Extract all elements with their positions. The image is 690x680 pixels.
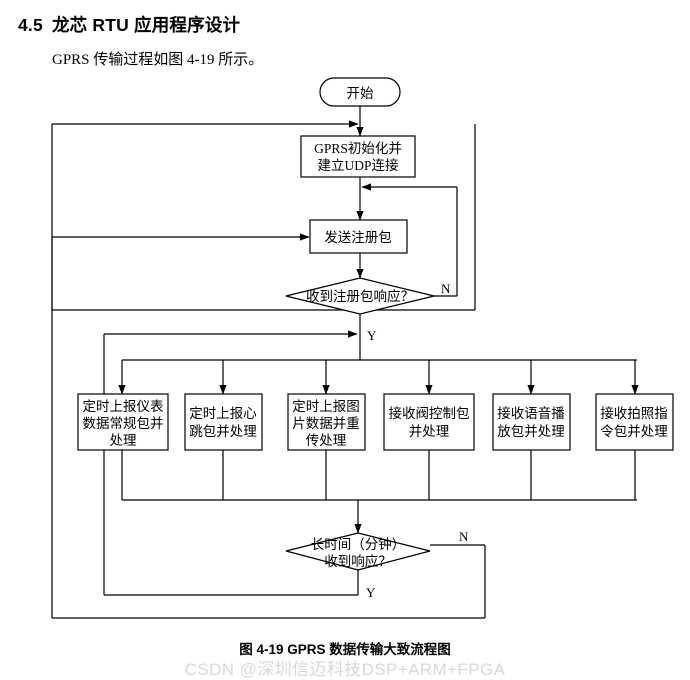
section-title: 龙芯 RTU 应用程序设计 [51, 15, 241, 35]
node-task6-label-line2: 令包并处理 [600, 424, 668, 439]
node-task4-label-line2: 并处理 [409, 424, 450, 439]
node-task2-label-line1: 定时上报心 [189, 406, 257, 421]
node-decision2-label-line2: 收到响应？ [324, 553, 392, 569]
node-send-register-label: 发送注册包 [324, 230, 392, 245]
node-start-label: 开始 [347, 86, 374, 101]
node-task-image-data[interactable]: 定时上报图 片数据并重 传处理 [287, 393, 366, 451]
node-init-label-line2: 建立UDP连接 [317, 157, 398, 173]
flowchart-svg: 开始 GPRS初始化并 建立UDP连接 发送注册包 收到注册包响应？ N Y 定… [51, 77, 674, 619]
node-task3-label-line2: 片数据并重 [292, 416, 360, 431]
node-task1-label-line2: 数据常规包并 [83, 416, 164, 431]
node-task1-label-line1: 定时上报仪表 [83, 399, 164, 414]
node-task1-label-line3: 处理 [110, 433, 137, 448]
node-task5-label-line1: 接收语音播 [497, 405, 565, 421]
node-task-heartbeat[interactable]: 定时上报心 跳包并处理 [184, 393, 263, 451]
node-decision-register-response[interactable]: 收到注册包响应？ [285, 277, 435, 315]
node-task2-label-line2: 跳包并处理 [189, 424, 257, 439]
node-init-label-line1: GPRS初始化并 [314, 140, 402, 156]
node-task-meter-data[interactable]: 定时上报仪表 数据常规包并 处理 [77, 393, 169, 451]
node-task4-label-line1: 接收阀控制包 [389, 405, 470, 421]
section-heading: 4.5 龙芯 RTU 应用程序设计 [18, 12, 240, 37]
node-decision1-label: 收到注册包响应？ [306, 288, 414, 304]
node-task3-label-line3: 传处理 [306, 433, 347, 448]
connector-lines [51, 106, 639, 619]
decision1-yes-label: Y [367, 328, 377, 343]
intro-paragraph: GPRS 传输过程如图 4-19 所示。 [52, 52, 264, 68]
node-task-valve-control[interactable]: 接收阀控制包 并处理 [383, 393, 475, 451]
decision1-no-label: N [441, 281, 451, 296]
section-number: 4.5 [18, 15, 43, 35]
node-start[interactable]: 开始 [319, 77, 401, 107]
node-task-photo-command[interactable]: 接收拍照指 令包并处理 [595, 393, 674, 451]
node-task3-label-line1: 定时上报图 [292, 399, 360, 414]
node-init[interactable]: GPRS初始化并 建立UDP连接 [300, 135, 416, 178]
node-send-register[interactable]: 发送注册包 [309, 219, 408, 254]
node-task5-label-line2: 放包并处理 [497, 424, 565, 439]
node-decision2-label-line1: 长时间（分钟） [311, 536, 406, 552]
decision2-yes-label: Y [366, 585, 376, 600]
csdn-watermark: CSDN @深圳信迈科技DSP+ARM+FPGA [184, 660, 506, 679]
decision2-no-label: N [459, 529, 469, 544]
node-task-voice-playback[interactable]: 接收语音播 放包并处理 [492, 393, 571, 451]
node-task6-label-line1: 接收拍照指 [600, 405, 668, 421]
figure-caption: 图 4-19 GPRS 数据传输大致流程图 [239, 642, 451, 657]
node-decision-long-timeout[interactable]: 长时间（分钟） 收到响应？ [285, 532, 431, 571]
